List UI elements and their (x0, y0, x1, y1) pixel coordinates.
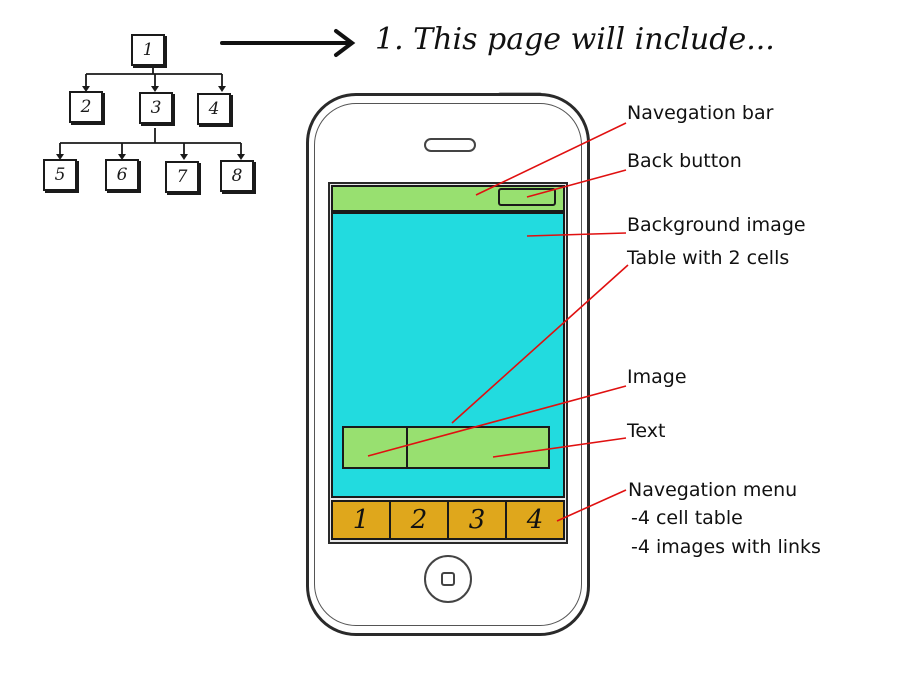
phone-speaker (424, 138, 476, 152)
sitemap-node-1: 1 (131, 34, 165, 66)
menu-item-1[interactable]: 1 (333, 502, 391, 538)
menu-item-4[interactable]: 4 (526, 505, 544, 535)
callout-navigation-bar (475, 122, 627, 196)
callout-text (492, 437, 627, 458)
callout-image (367, 385, 627, 457)
home-button-square (441, 572, 455, 586)
table-cell-text (406, 426, 550, 469)
callout-back-button (526, 169, 627, 198)
label-back-button: Back button (627, 150, 742, 172)
menu-item-3[interactable]: 3 (449, 502, 507, 538)
home-button (424, 555, 472, 603)
label-menu-detail-2: -4 images with links (631, 536, 821, 558)
label-table-two-cells: Table with 2 cells (627, 247, 790, 269)
menu-item-2[interactable]: 2 (391, 502, 449, 538)
label-navigation-menu: Navegation menu (628, 479, 798, 501)
sitemap-node-7: 7 (165, 161, 199, 193)
sitemap-node-3: 3 (139, 92, 173, 124)
callout-background-image (526, 232, 627, 237)
callout-table (451, 264, 629, 424)
navigation-menu: 1 2 3 4 (331, 500, 565, 540)
label-menu-detail-1: -4 cell table (631, 507, 743, 529)
sitemap-node-2: 2 (69, 91, 103, 123)
sitemap-node-6: 6 (105, 159, 139, 191)
sitemap-node-4: 4 (197, 93, 231, 125)
sitemap-node-5: 5 (43, 159, 77, 191)
phone-inner-bezel (314, 103, 582, 626)
page-heading: 1. This page will include... (375, 22, 775, 57)
label-navigation-bar: Navegation bar (627, 102, 774, 124)
label-background-image: Background image (627, 214, 806, 236)
callout-navigation-menu (556, 489, 627, 522)
label-image: Image (627, 366, 687, 388)
sitemap-node-8: 8 (220, 160, 254, 192)
label-text: Text (627, 420, 666, 442)
